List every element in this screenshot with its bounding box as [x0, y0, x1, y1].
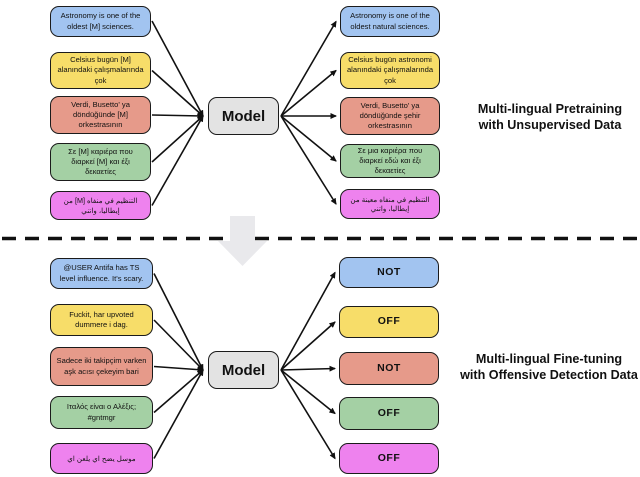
finetune-output-label-not-2: NOT	[339, 352, 439, 385]
pretrain-input-box-arabic: التنظيم في منفاه [M] من إيطاليا، واتني	[50, 191, 151, 220]
box-text: Verdi, Busetto' ya döndüğünde [M] orkest…	[71, 99, 130, 129]
pretrain-output-arrows	[280, 20, 337, 205]
box-text: Celsius bugün [M] alanındaki çalışmaları…	[57, 55, 144, 85]
model-label: Model	[221, 361, 266, 379]
label-text: OFF	[377, 406, 401, 419]
box-text: Sadece iki takipçim varken aşk acısı çek…	[56, 356, 147, 376]
pretrain-input-arrows	[151, 20, 204, 206]
pretrain-output-box-arabic: التنظيم في منفاه معينة من إيطاليا، واتني	[340, 189, 440, 219]
label-text: NOT	[377, 361, 401, 374]
box-text: Σε [M] καριέρα που διαρκεί [M] και έξι δ…	[68, 146, 133, 176]
box-text: Astronomy is one of the oldest natural s…	[350, 11, 430, 31]
finetune-output-label-not-1: NOT	[339, 257, 439, 288]
finetune-input-box-greek: Ιταλός είναι ο Αλέξις; #gntmgr	[50, 396, 153, 429]
pretrain-output-box-turkish-1: Celsius bugün astronomi alanındaki çalış…	[340, 52, 440, 89]
finetune-output-label-off-2: OFF	[339, 397, 439, 430]
pretraining-section-label: Multi-lingual Pretraining with Unsupervi…	[460, 102, 640, 133]
label-text: OFF	[377, 315, 401, 328]
box-text: التنظيم في منفاه [M] من إيطاليا، واتني	[63, 196, 138, 215]
box-text: موسل يضح اي يلعن اي	[67, 453, 136, 463]
pretraining-label-line2: with Unsupervised Data	[478, 117, 622, 132]
box-text: Ιταλός είναι ο Αλέξις; #gntmgr	[66, 402, 137, 422]
finetune-output-label-off-1: OFF	[339, 306, 439, 338]
finetune-input-box-danish: Fuckit, har upvoted dummere i dag.	[50, 304, 153, 336]
finetuning-label-line2: with Offensive Detection Data	[460, 367, 638, 382]
box-text: @USER Antifa has TS level influence. It'…	[59, 263, 144, 283]
finetune-input-arrows	[153, 273, 204, 459]
model-label: Model	[221, 107, 266, 125]
box-text: Celsius bugün astronomi alanındaki çalış…	[346, 55, 434, 85]
finetuning-section-label: Multi-lingual Fine-tuning with Offensive…	[458, 352, 640, 383]
pretraining-label-line1: Multi-lingual Pretraining	[477, 102, 623, 116]
pretrain-output-box-turkish-2: Verdi, Busetto' ya döndüğünde şehir orke…	[340, 97, 440, 135]
pretrain-model-box: Model	[208, 97, 279, 135]
pretrain-input-box-greek: Σε [M] καριέρα που διαρκεί [M] και έξι δ…	[50, 143, 151, 181]
box-text: Σε μια καριέρα που διαρκεί εδώ και έξι δ…	[357, 145, 423, 176]
pretrain-output-box-english: Astronomy is one of the oldest natural s…	[340, 6, 440, 37]
box-text: Fuckit, har upvoted dummere i dag.	[69, 309, 134, 329]
pretrain-input-box-turkish-2: Verdi, Busetto' ya döndüğünde [M] orkest…	[50, 96, 151, 134]
finetune-model-box: Model	[208, 351, 279, 389]
box-text: التنظيم في منفاه معينة من إيطاليا، واتني	[350, 194, 430, 214]
finetune-input-box-arabic: موسل يضح اي يلعن اي	[50, 443, 153, 474]
finetuning-label-line1: Multi-lingual Fine-tuning	[475, 352, 623, 366]
finetune-input-box-english: @USER Antifa has TS level influence. It'…	[50, 258, 153, 289]
pretrain-output-box-greek: Σε μια καριέρα που διαρκεί εδώ και έξι δ…	[340, 144, 440, 178]
finetune-output-label-off-3: OFF	[339, 443, 439, 474]
box-text: Astronomy is one of the oldest [M] scien…	[60, 11, 141, 31]
pretrain-input-box-turkish-1: Celsius bugün [M] alanındaki çalışmaları…	[50, 52, 151, 89]
pretrain-input-box-english: Astronomy is one of the oldest [M] scien…	[50, 6, 151, 37]
finetune-input-box-turkish: Sadece iki takipçim varken aşk acısı çek…	[50, 347, 153, 386]
label-text: OFF	[377, 451, 401, 464]
box-text: Verdi, Busetto' ya döndüğünde şehir orke…	[359, 100, 421, 130]
downward-transition-arrow-icon	[218, 216, 267, 266]
label-text: NOT	[377, 265, 401, 278]
finetune-output-arrows	[280, 271, 336, 460]
